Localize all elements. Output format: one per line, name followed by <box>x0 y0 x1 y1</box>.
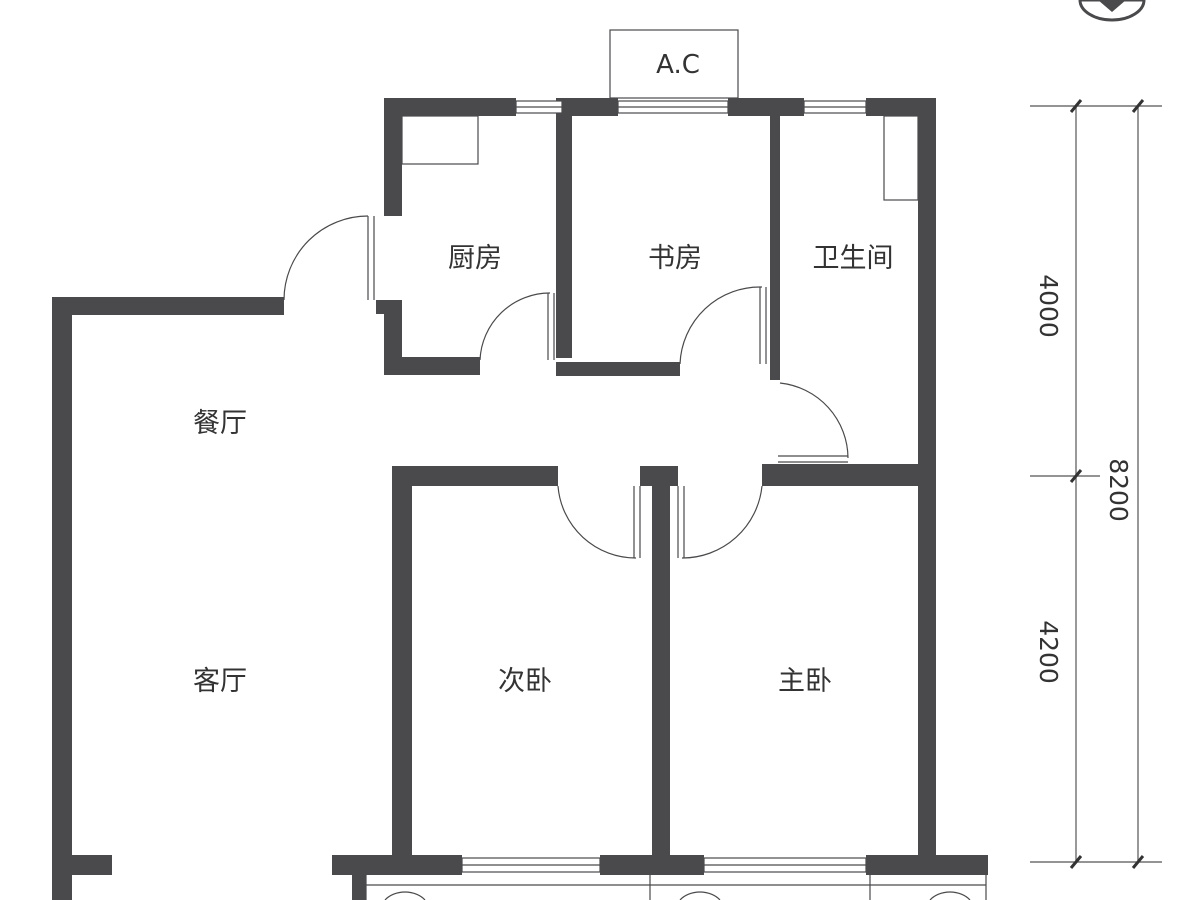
dimension-upper: 4000 <box>1034 274 1063 338</box>
dimension-lines: 4000 4200 8200 <box>1030 99 1162 869</box>
room-labels: 厨房 书房 卫生间 餐厅 客厅 次卧 主卧 <box>193 243 894 697</box>
ac-label: A.C <box>656 50 700 80</box>
balcony-outline <box>365 875 987 900</box>
room-label-second-bedroom: 次卧 <box>498 666 552 697</box>
dimension-lower: 4200 <box>1034 620 1063 684</box>
walls <box>52 98 988 900</box>
compass-icon <box>1078 0 1146 22</box>
room-label-living: 客厅 <box>193 666 247 697</box>
room-label-bathroom: 卫生间 <box>813 243 894 274</box>
windows <box>461 100 867 873</box>
ac-unit: A.C <box>609 29 739 99</box>
fixtures <box>401 115 919 201</box>
doors <box>283 215 849 559</box>
room-label-dining: 餐厅 <box>193 408 247 439</box>
room-label-master-bedroom: 主卧 <box>778 666 832 697</box>
room-label-study: 书房 <box>648 243 702 274</box>
room-label-kitchen: 厨房 <box>448 243 502 274</box>
dimension-total: 8200 <box>1104 458 1133 522</box>
